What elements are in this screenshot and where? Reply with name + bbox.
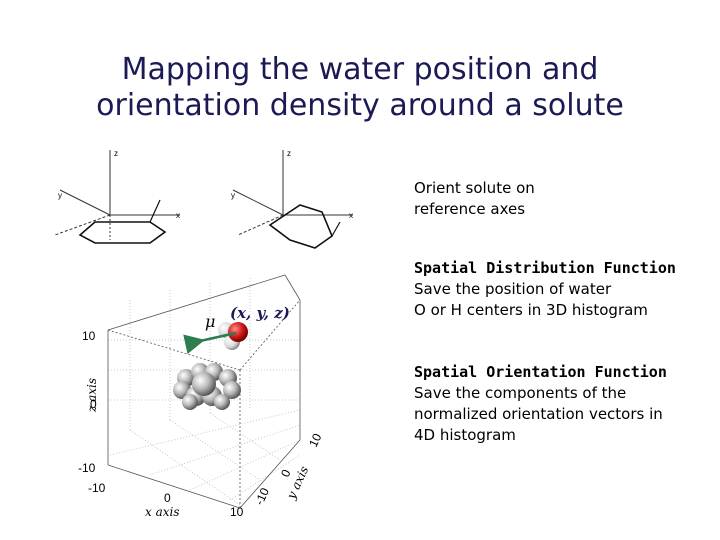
z-axis-label: z axis (85, 378, 99, 413)
x-tick-10: 10 (230, 505, 244, 519)
note-sof: Spatial Orientation Function Save the co… (414, 362, 667, 446)
note-sof-heading: Spatial Orientation Function (414, 363, 667, 381)
frame-right-ring (268, 204, 333, 249)
mu-label: μ (205, 312, 215, 331)
frame-left-ring (78, 221, 167, 244)
frame-right-x-label: x (349, 211, 353, 220)
title-line-1: Mapping the water position and (121, 52, 599, 87)
frame-left-bond (149, 199, 161, 223)
solute-molecule (173, 363, 241, 410)
note-sdf-heading: Spatial Distribution Function (414, 259, 676, 277)
frame-right-bond (331, 221, 341, 237)
note-orient-line-2: reference axes (414, 200, 526, 218)
note-sdf-line-1: Save the position of water (414, 280, 612, 298)
position-label: (x, y, z) (230, 304, 290, 322)
box-edge-top-back (107, 274, 286, 331)
y-axis-label: y axis (284, 464, 312, 502)
reference-frame-right (232, 150, 353, 249)
note-sof-line-1: Save the components of the (414, 384, 627, 402)
frame-right-neg-axis (237, 214, 284, 236)
note-orient: Orient solute on reference axes (414, 178, 535, 220)
frame-right-y-label: y (231, 191, 235, 200)
z-tick-0: 0 (90, 397, 97, 411)
note-sof-line-3: 4D histogram (414, 426, 516, 444)
note-orient-line-1: Orient solute on (414, 179, 535, 197)
box-edge-bottom-right (239, 439, 301, 509)
x-tick-0: 0 (164, 491, 171, 505)
frame-left-x-label: x (176, 211, 180, 220)
frame-right-y-axis (232, 189, 284, 216)
frame-left-y-label: y (58, 191, 62, 200)
x-tick-neg10: -10 (88, 481, 106, 495)
box-edge-top-right (284, 274, 301, 301)
z-tick-10: 10 (82, 329, 96, 343)
note-sof-line-2: normalized orientation vectors in (414, 405, 663, 423)
slide-title: Mapping the water position and orientati… (40, 52, 680, 124)
frame-left-y-axis (59, 189, 111, 216)
frame-left-z-label: z (114, 149, 118, 158)
y-tick-neg10: -10 (252, 485, 272, 507)
box-edge-inner (107, 329, 241, 371)
reference-frame-left (54, 150, 180, 244)
title-line-2: orientation density around a solute (96, 88, 624, 123)
note-sdf-line-2: O or H centers in 3D histogram (414, 301, 648, 319)
frame-right-z-label: z (287, 149, 291, 158)
x-axis-label: x axis (145, 505, 180, 519)
note-sdf: Spatial Distribution Function Save the p… (414, 258, 676, 321)
water-oxygen (228, 322, 248, 342)
orientation-vector (183, 331, 237, 355)
z-tick-neg10: -10 (78, 461, 96, 475)
box-edge-inner-top (239, 299, 301, 371)
y-tick-10: 10 (306, 431, 324, 449)
box-edge-bottom-front (107, 464, 241, 509)
